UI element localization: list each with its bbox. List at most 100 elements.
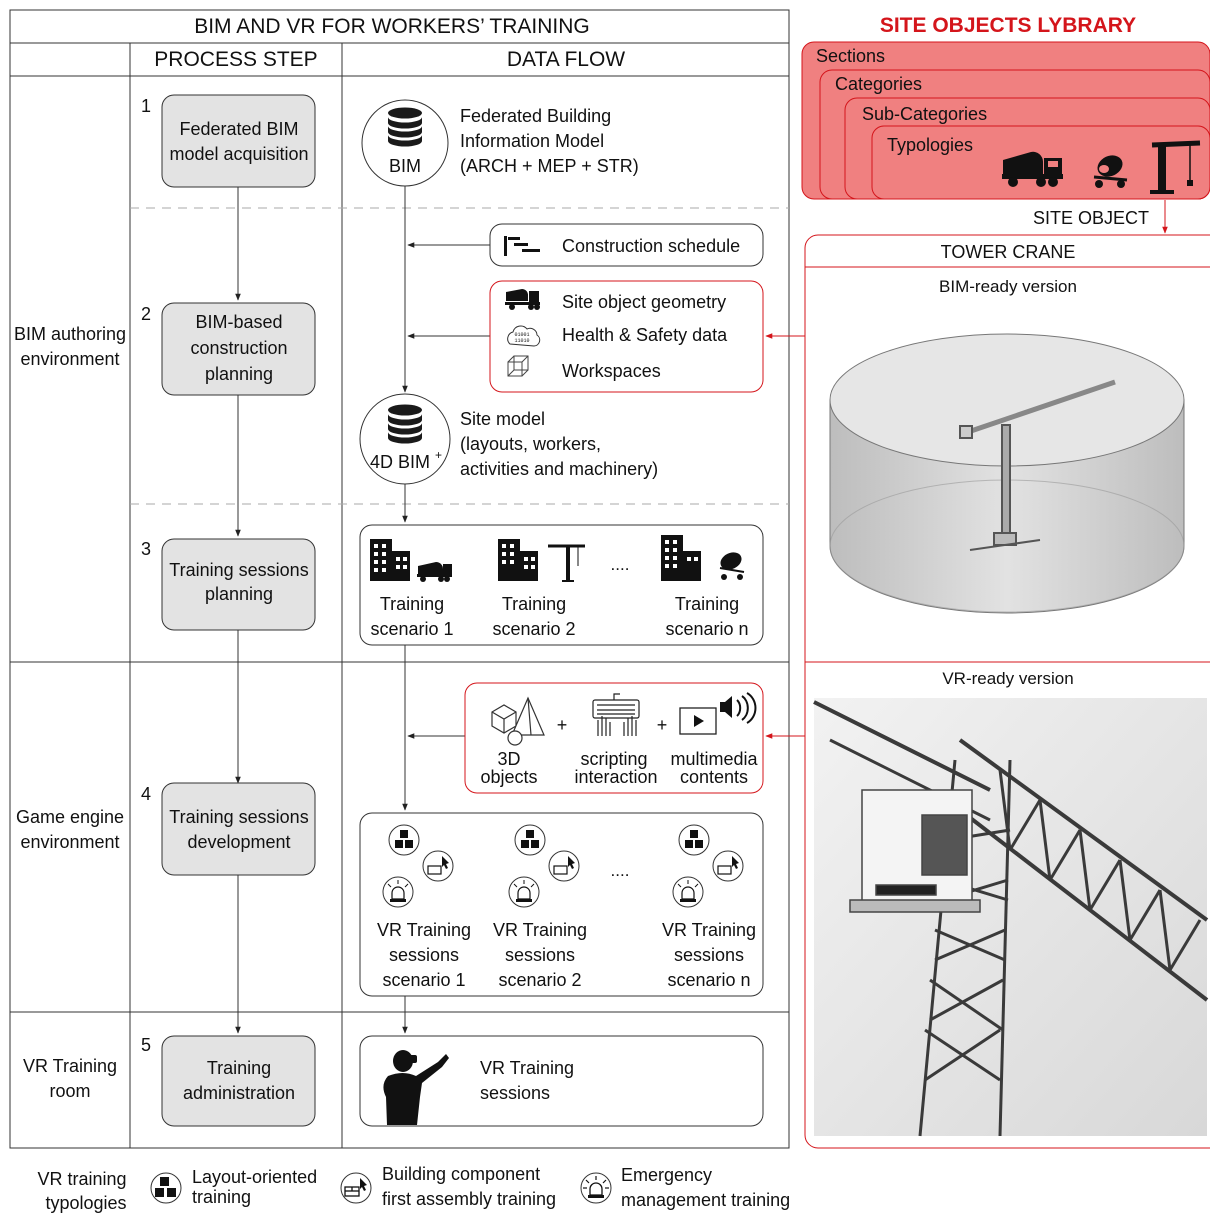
step-3-number: 3: [141, 539, 151, 559]
scenario-1-line2: scenario 1: [370, 619, 453, 639]
emergency-training-icon: [672, 876, 704, 908]
step-5-number: 5: [141, 1035, 151, 1055]
3d-objects-icon: [491, 696, 545, 746]
emergency-training-icon: [508, 876, 540, 908]
scenario-2-line2: scenario 2: [492, 619, 575, 639]
vr-session-3-line3: scenario n: [667, 970, 750, 990]
env-bim-authoring-line2: environment: [20, 349, 119, 369]
layout-training-icon: [514, 824, 546, 856]
scenario-ellipsis: ....: [611, 555, 630, 574]
assembly-training-icon: [548, 850, 580, 882]
vr-session-1-line1: VR Training: [377, 920, 471, 940]
data-flow-header: DATA FLOW: [507, 48, 625, 71]
env-game-engine-line1: Game engine: [16, 807, 124, 827]
site-input-workspaces: Workspaces: [562, 361, 661, 381]
step-2-label-line3: planning: [205, 364, 273, 384]
assembly-training-icon: [712, 850, 744, 882]
schedule-label: Construction schedule: [562, 236, 740, 256]
assembly-training-icon: [422, 850, 454, 882]
legend: VR training typologies Layout-oriented t…: [37, 1164, 790, 1213]
step-1: 1 Federated BIM model acquisition: [141, 94, 316, 188]
vr-session-2-line2: sessions: [505, 945, 575, 965]
legend-layout-line2: training: [192, 1187, 251, 1207]
legend-emergency-line2: management training: [621, 1190, 790, 1210]
building-icon: [661, 535, 701, 581]
workspace-cube-icon: [507, 355, 529, 377]
tower-crane-icon: [1150, 140, 1201, 194]
tower-crane-icon: [548, 544, 585, 582]
step-2-label-line2: construction: [190, 338, 287, 358]
step-1-label-line1: Federated BIM: [179, 119, 298, 139]
step-1-label-line2: model acquisition: [169, 144, 308, 164]
step-3-label-line1: Training sessions: [169, 560, 308, 580]
bim-desc-line2: Information Model: [460, 131, 604, 151]
legend-assembly-line1: Building component: [382, 1164, 540, 1184]
vr-session-3-line1: VR Training: [662, 920, 756, 940]
env-vr-room-line1: VR Training: [23, 1056, 117, 1076]
object-name: TOWER CRANE: [941, 242, 1076, 262]
scenario-2-line1: Training: [502, 594, 566, 614]
legend-layout-icon: [150, 1172, 182, 1204]
game-input-3d-line2: objects: [480, 767, 537, 787]
env-bim-authoring-line1: BIM authoring: [14, 324, 126, 344]
site-model-line3: activities and machinery): [460, 459, 658, 479]
bim-database: BIM: [361, 99, 449, 187]
final-vr-line2: sessions: [480, 1083, 550, 1103]
library-level-subcategories: Sub-Categories: [862, 104, 987, 124]
step-4-label-line1: Training sessions: [169, 807, 308, 827]
legend-assembly-icon: [340, 1172, 372, 1204]
legend-title-line2: typologies: [45, 1193, 126, 1213]
process-step-header: PROCESS STEP: [154, 48, 317, 71]
vr-ready-label: VR-ready version: [942, 669, 1073, 688]
step-5: 5 Training administration: [141, 1035, 316, 1127]
bim-db-label: BIM: [389, 156, 421, 176]
legend-assembly-line2: first assembly training: [382, 1189, 556, 1209]
step-3-label-line2: planning: [205, 584, 273, 604]
vr-user-silhouette-icon: [383, 1050, 449, 1125]
site-model-line2: (layouts, workers,: [460, 434, 601, 454]
4d-bim-sup: +: [435, 448, 442, 462]
site-input-hs: Health & Safety data: [562, 325, 728, 345]
scenario-n-line2: scenario n: [665, 619, 748, 639]
emergency-training-icon: [382, 876, 414, 908]
building-icon: [498, 539, 538, 581]
bim-desc-line3: (ARCH + MEP + STR): [460, 156, 639, 176]
database-icon-4d: [388, 404, 422, 444]
legend-layout-line1: Layout-oriented: [192, 1167, 317, 1187]
step-5-label-line1: Training: [207, 1058, 271, 1078]
table-title: BIM AND VR FOR WORKERS’ TRAINING: [194, 15, 590, 38]
layout-training-icon: [678, 824, 710, 856]
legend-emergency-icon: [580, 1172, 612, 1204]
4d-bim-database: 4D BIM +: [359, 393, 451, 485]
plus-sign-2: +: [657, 715, 668, 735]
scenario-n-line1: Training: [675, 594, 739, 614]
cloud-binary-2: 11010: [514, 338, 529, 344]
bim-ready-crane-image: [829, 333, 1185, 614]
game-input-script-line1: scripting: [580, 749, 647, 769]
step-2-number: 2: [141, 304, 151, 324]
vr-sessions-box: [359, 812, 764, 997]
step-3: 3 Training sessions planning: [141, 538, 316, 631]
library-level-typologies: Typologies: [887, 135, 973, 155]
game-input-script-line2: interaction: [574, 767, 657, 787]
bim-desc-line1: Federated Building: [460, 106, 611, 126]
site-model-line1: Site model: [460, 409, 545, 429]
legend-title-line1: VR training: [37, 1169, 126, 1189]
cloud-binary-1: 01001: [514, 332, 529, 338]
env-game-engine-line2: environment: [20, 832, 119, 852]
step-5-label-line2: administration: [183, 1083, 295, 1103]
building-icon: [370, 539, 410, 581]
vr-session-2-line3: scenario 2: [498, 970, 581, 990]
main-table-grid: [9, 9, 790, 1149]
data-cloud-icon: 01001 11010: [507, 325, 541, 347]
game-input-multimedia-line1: multimedia: [670, 749, 758, 769]
vr-session-2: VR Training sessions scenario 2: [493, 824, 587, 990]
step-4: 4 Training sessions development: [141, 782, 316, 876]
library-title: SITE OBJECTS LYBRARY: [880, 14, 1136, 37]
bim-ready-label: BIM-ready version: [939, 277, 1077, 296]
vr-session-2-line1: VR Training: [493, 920, 587, 940]
legend-emergency-line1: Emergency: [621, 1165, 712, 1185]
